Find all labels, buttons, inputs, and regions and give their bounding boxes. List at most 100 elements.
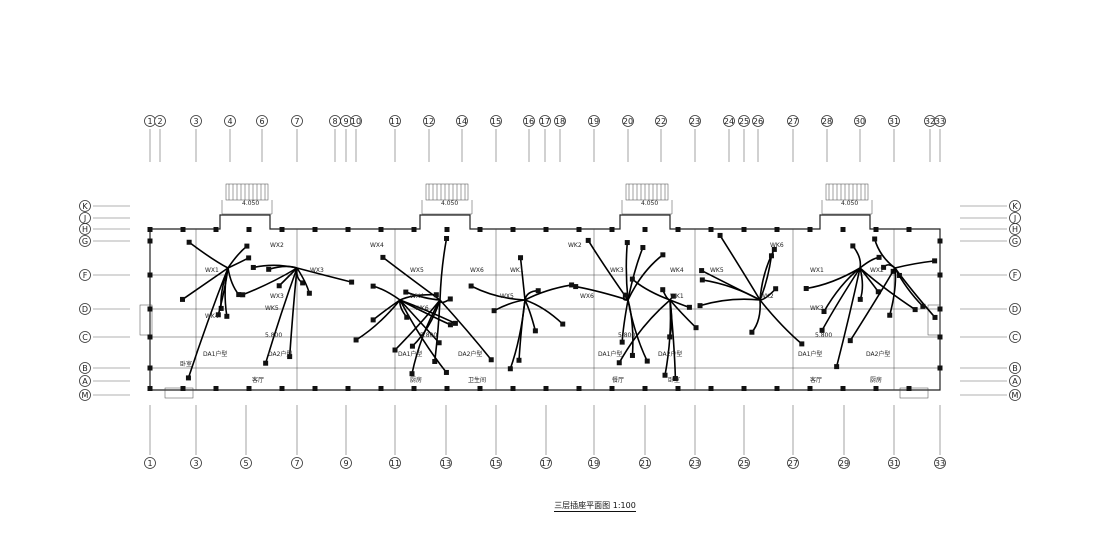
top-axis-bubble-label: 22 bbox=[656, 117, 666, 126]
top-axis-bubble: 4 bbox=[224, 115, 236, 127]
bottom-axis-bubble: 27 bbox=[787, 457, 799, 469]
right-axis-bubble-label: D bbox=[1012, 305, 1018, 314]
top-axis-bubble-label: 23 bbox=[690, 117, 700, 126]
circuit-label: WK3 bbox=[610, 267, 624, 274]
room-label: 卧室 bbox=[668, 376, 680, 384]
bottom-axis-bubble-label: 21 bbox=[640, 459, 650, 468]
right-axis-bubble: M bbox=[1009, 389, 1021, 401]
top-axis-bubble-label: 20 bbox=[623, 117, 633, 126]
top-axis-bubble: 30 bbox=[854, 115, 866, 127]
left-axis-bubble: C bbox=[79, 331, 91, 343]
building-outline bbox=[139, 183, 943, 399]
left-axis-bubble-label: C bbox=[82, 333, 88, 342]
top-axis-bubble: 22 bbox=[655, 115, 667, 127]
bottom-axis-bubble: 5 bbox=[240, 457, 252, 469]
drawing-title: 三层插座平面图 1:100 bbox=[540, 500, 650, 512]
unit-type-label: DA2户型 bbox=[268, 350, 292, 358]
bottom-axis-bubble-label: 33 bbox=[935, 459, 945, 468]
bottom-axis-bubble-label: 11 bbox=[390, 459, 400, 468]
bottom-axis-bubble-label: 13 bbox=[441, 459, 451, 468]
bottom-axis-bubble-label: 27 bbox=[788, 459, 798, 468]
right-axis-bubble: K bbox=[1009, 200, 1021, 212]
bottom-axis-bubble: 25 bbox=[738, 457, 750, 469]
circuit-label: WK5 bbox=[710, 267, 724, 274]
top-axis-bubble: 25 bbox=[738, 115, 750, 127]
top-axis-bubble: 20 bbox=[622, 115, 634, 127]
top-axis-bubble-label: 27 bbox=[788, 117, 798, 126]
right-axis-bubble: A bbox=[1009, 375, 1021, 387]
bottom-axis-bubble: 15 bbox=[490, 457, 502, 469]
right-axis-bubble-label: K bbox=[1012, 202, 1018, 211]
top-axis-bubble-label: 11 bbox=[390, 117, 400, 126]
top-axis-bubble-label: 10 bbox=[351, 117, 361, 126]
top-axis-bubble-label: 8 bbox=[332, 117, 337, 126]
top-axis-bubble-label: 14 bbox=[457, 117, 467, 126]
unit-type-label: DA2户型 bbox=[658, 350, 682, 358]
left-axis-bubble: K bbox=[79, 200, 91, 212]
bottom-axis-bubble: 19 bbox=[588, 457, 600, 469]
top-axis-bubble: 19 bbox=[588, 115, 600, 127]
circuit-label: WX6 bbox=[580, 293, 594, 300]
left-axis-bubble: A bbox=[79, 375, 91, 387]
room-label: 厨房 bbox=[870, 376, 882, 384]
unit-type-label: DA1户型 bbox=[598, 350, 622, 358]
right-axis-bubble-label: J bbox=[1013, 214, 1016, 223]
elevation-label: 5.800 bbox=[265, 332, 282, 339]
elevation-label: 4.050 bbox=[641, 200, 658, 207]
bottom-axis-bubble-label: 31 bbox=[889, 459, 899, 468]
circuit-label: WX2 bbox=[870, 267, 884, 274]
left-axis-bubble: B bbox=[79, 362, 91, 374]
left-axis-bubble-label: D bbox=[82, 305, 88, 314]
elevation-label: 5.800 bbox=[815, 332, 832, 339]
bottom-axis-bubble: 7 bbox=[291, 457, 303, 469]
left-axis-bubble-label: B bbox=[82, 364, 88, 373]
bottom-axis-bubble: 13 bbox=[440, 457, 452, 469]
right-axis-bubble: H bbox=[1009, 223, 1021, 235]
room-label: 卧室 bbox=[180, 360, 192, 368]
room-label: 客厅 bbox=[810, 376, 822, 384]
bottom-axis-bubble: 21 bbox=[639, 457, 651, 469]
left-axis-bubble: D bbox=[79, 303, 91, 315]
bottom-axis-bubble: 33 bbox=[934, 457, 946, 469]
top-axis-bubble: 7 bbox=[291, 115, 303, 127]
unit-type-label: DA2户型 bbox=[866, 350, 890, 358]
circuit-label: WK2 bbox=[568, 242, 582, 249]
top-axis-bubble-label: 15 bbox=[491, 117, 501, 126]
bottom-axis-bubble: 23 bbox=[689, 457, 701, 469]
top-axis-bubble-label: 3 bbox=[193, 117, 198, 126]
top-axis-bubble-label: 16 bbox=[524, 117, 534, 126]
circuit-label: WX3 bbox=[270, 293, 284, 300]
top-axis-bubble-label: 2 bbox=[157, 117, 162, 126]
axis-grid-lines bbox=[93, 129, 1007, 455]
bottom-axis-bubble: 29 bbox=[838, 457, 850, 469]
circuit-label: WX3 bbox=[310, 267, 324, 274]
circuit-label: WX2 bbox=[270, 242, 284, 249]
right-axis-bubble: C bbox=[1009, 331, 1021, 343]
elevation-label: 5.800 bbox=[618, 332, 635, 339]
right-axis-bubble-label: B bbox=[1012, 364, 1018, 373]
bottom-axis-bubble: 9 bbox=[340, 457, 352, 469]
right-axis-bubble-label: C bbox=[1012, 333, 1018, 342]
elevation-label: 4.050 bbox=[841, 200, 858, 207]
top-axis-bubble: 6 bbox=[256, 115, 268, 127]
circuit-label: WK4 bbox=[205, 313, 219, 320]
elevation-label: 5.800 bbox=[420, 332, 437, 339]
circuit-label: WX4 bbox=[410, 293, 424, 300]
left-axis-bubble-label: J bbox=[83, 214, 86, 223]
bottom-axis-bubble-label: 19 bbox=[589, 459, 599, 468]
right-axis-bubble: B bbox=[1009, 362, 1021, 374]
top-axis-bubble-label: 6 bbox=[259, 117, 264, 126]
unit-type-label: DA1户型 bbox=[798, 350, 822, 358]
circuit-label: WK5 bbox=[265, 305, 279, 312]
bottom-axis-bubble-label: 25 bbox=[739, 459, 749, 468]
top-axis-bubble-label: 33 bbox=[935, 117, 945, 126]
left-axis-bubble-label: F bbox=[83, 271, 88, 280]
top-axis-bubble-label: 9 bbox=[343, 117, 348, 126]
top-axis-bubble: 14 bbox=[456, 115, 468, 127]
top-axis-bubble: 12 bbox=[423, 115, 435, 127]
top-axis-bubble-label: 12 bbox=[424, 117, 434, 126]
top-axis-bubble: 16 bbox=[523, 115, 535, 127]
top-axis-bubble: 27 bbox=[787, 115, 799, 127]
